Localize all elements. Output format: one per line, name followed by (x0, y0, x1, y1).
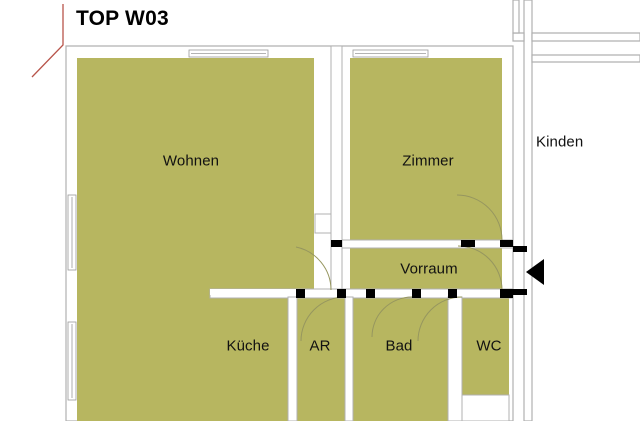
wall-bad-wc (447, 296, 463, 421)
door-arc-zimmer (456, 194, 503, 241)
jamb-corridor-c (366, 289, 375, 298)
jamb-entry-top (513, 246, 527, 252)
window-wohnen-left-lower (67, 321, 77, 401)
room-label-vorraum: Vorraum (400, 260, 458, 278)
internal-walls (209, 45, 514, 421)
room-fill-ar (297, 297, 345, 421)
wall-ar-bad (344, 296, 354, 421)
window-zimmer-top (352, 49, 429, 58)
corridor-wall-upper-horizontal (512, 32, 525, 42)
jamb-corridor-e (448, 289, 457, 298)
corridor-wall-stub-top (512, 0, 520, 34)
room-fill-wohnen (77, 58, 314, 290)
jamb-wohnen-a (331, 240, 342, 247)
wohnen-niche (314, 213, 332, 234)
kinderwagen-room-wall-top (531, 32, 640, 42)
windows (67, 49, 429, 401)
room-label-kueche: Küche (226, 337, 270, 355)
window-wohnen-left-upper (67, 194, 77, 271)
room-label-zimmer: Zimmer (402, 152, 454, 170)
entrance-arrow-icon (526, 259, 544, 285)
wall-wohnen-zimmer (330, 45, 343, 296)
room-label-ar: AR (309, 337, 331, 355)
wall-kueche-ar (287, 296, 298, 421)
wall-zimmer-vorraum (341, 239, 514, 249)
room-fill-vorraum (350, 247, 502, 290)
jamb-vorraum-b (500, 240, 513, 247)
door-arc-wohnen (295, 246, 332, 291)
annotation-kinderwagen: Kinden (536, 133, 584, 151)
jamb-vorraum-a (461, 240, 475, 247)
jamb-corridor-f (500, 289, 513, 298)
jamb-entry-bottom (513, 289, 527, 295)
room-label-bad: Bad (385, 337, 413, 355)
bottom-closet-outline (461, 394, 510, 421)
jamb-corridor-a (296, 289, 305, 298)
corridor-wall-vertical-outer (523, 0, 533, 421)
room-label-wc: WC (476, 337, 502, 355)
jamb-corridor-b (337, 289, 346, 298)
kinderwagen-room-wall-top2 (531, 54, 640, 63)
jamb-corridor-d (412, 289, 421, 298)
room-fills (77, 58, 509, 421)
corridor-sill (210, 289, 296, 295)
room-fill-bad (352, 297, 448, 421)
room-fill-kueche (213, 297, 287, 421)
page-title: TOP W03 (76, 7, 169, 30)
window-wohnen-top (188, 49, 269, 58)
room-fill-zimmer (350, 58, 502, 240)
title-leader-line (31, 4, 64, 78)
room-label-wohnen: Wohnen (162, 152, 220, 170)
door-jambs (296, 240, 527, 298)
door-arc-bad (371, 296, 413, 338)
room-fill-wc (462, 297, 509, 395)
